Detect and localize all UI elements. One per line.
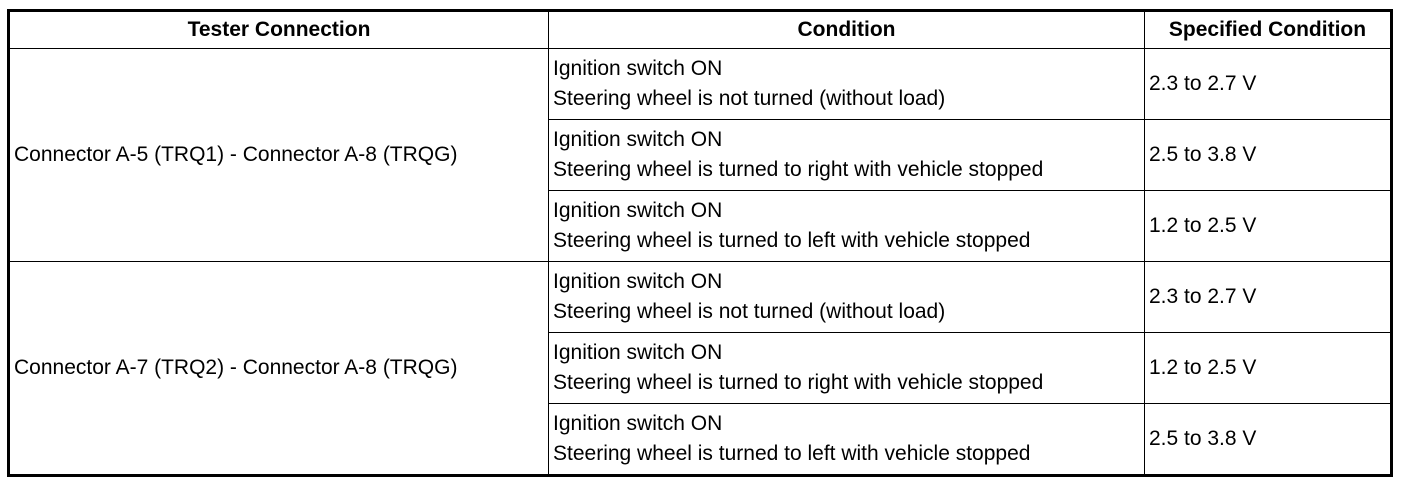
condition-line: Ignition switch ON [553, 270, 723, 293]
specified-condition-cell: 2.5 to 3.8 V [1144, 403, 1392, 476]
condition-line: Steering wheel is turned to right with v… [553, 371, 1044, 394]
condition-line: Steering wheel is turned to left with ve… [553, 442, 1031, 465]
condition-cell: Ignition switch ON Steering wheel is not… [548, 261, 1145, 333]
table-row: Connector A-7 (TRQ2) - Connector A-8 (TR… [8, 261, 1392, 476]
header-condition: Condition [548, 10, 1145, 49]
condition-line: Ignition switch ON [553, 412, 723, 435]
header-row: Tester Connection Condition Specified Co… [8, 10, 1392, 49]
condition-line: Steering wheel is not turned (without lo… [553, 87, 946, 110]
tester-connection-cell: Connector A-5 (TRQ1) - Connector A-8 (TR… [8, 48, 549, 262]
table-row: Ignition switch ON Steering wheel is tur… [9, 190, 1392, 262]
condition-line: Ignition switch ON [553, 341, 723, 364]
condition-line: Ignition switch ON [553, 199, 723, 222]
table-row: Connector A-5 (TRQ1) - Connector A-8 (TR… [8, 48, 1392, 262]
condition-line: Steering wheel is turned to left with ve… [553, 229, 1031, 252]
table-row: Ignition switch ON Steering wheel is tur… [9, 119, 1392, 191]
tester-connection-cell: Connector A-7 (TRQ2) - Connector A-8 (TR… [8, 261, 549, 476]
specified-condition-cell: 2.3 to 2.7 V [1144, 48, 1392, 120]
condition-line: Steering wheel is not turned (without lo… [553, 300, 946, 323]
header-tester-connection: Tester Connection [8, 10, 549, 49]
condition-cell: Ignition switch ON Steering wheel is tur… [548, 403, 1145, 476]
condition-cell: Ignition switch ON Steering wheel is tur… [548, 332, 1145, 404]
specification-table: Tester Connection Condition Specified Co… [7, 9, 1393, 477]
table-row: Ignition switch ON Steering wheel is tur… [9, 332, 1392, 404]
specified-condition-cell: 2.5 to 3.8 V [1144, 119, 1392, 191]
header-specified-condition: Specified Condition [1144, 10, 1392, 49]
table-row: Ignition switch ON Steering wheel is tur… [9, 403, 1392, 476]
condition-cell: Ignition switch ON Steering wheel is tur… [548, 190, 1145, 262]
specified-condition-cell: 1.2 to 2.5 V [1144, 332, 1392, 404]
condition-line: Ignition switch ON [553, 57, 723, 80]
specified-condition-cell: 1.2 to 2.5 V [1144, 190, 1392, 262]
specified-condition-cell: 2.3 to 2.7 V [1144, 261, 1392, 333]
condition-cell: Ignition switch ON Steering wheel is not… [548, 48, 1145, 120]
condition-cell: Ignition switch ON Steering wheel is tur… [548, 119, 1145, 191]
condition-line: Steering wheel is turned to right with v… [553, 158, 1044, 181]
condition-line: Ignition switch ON [553, 128, 723, 151]
